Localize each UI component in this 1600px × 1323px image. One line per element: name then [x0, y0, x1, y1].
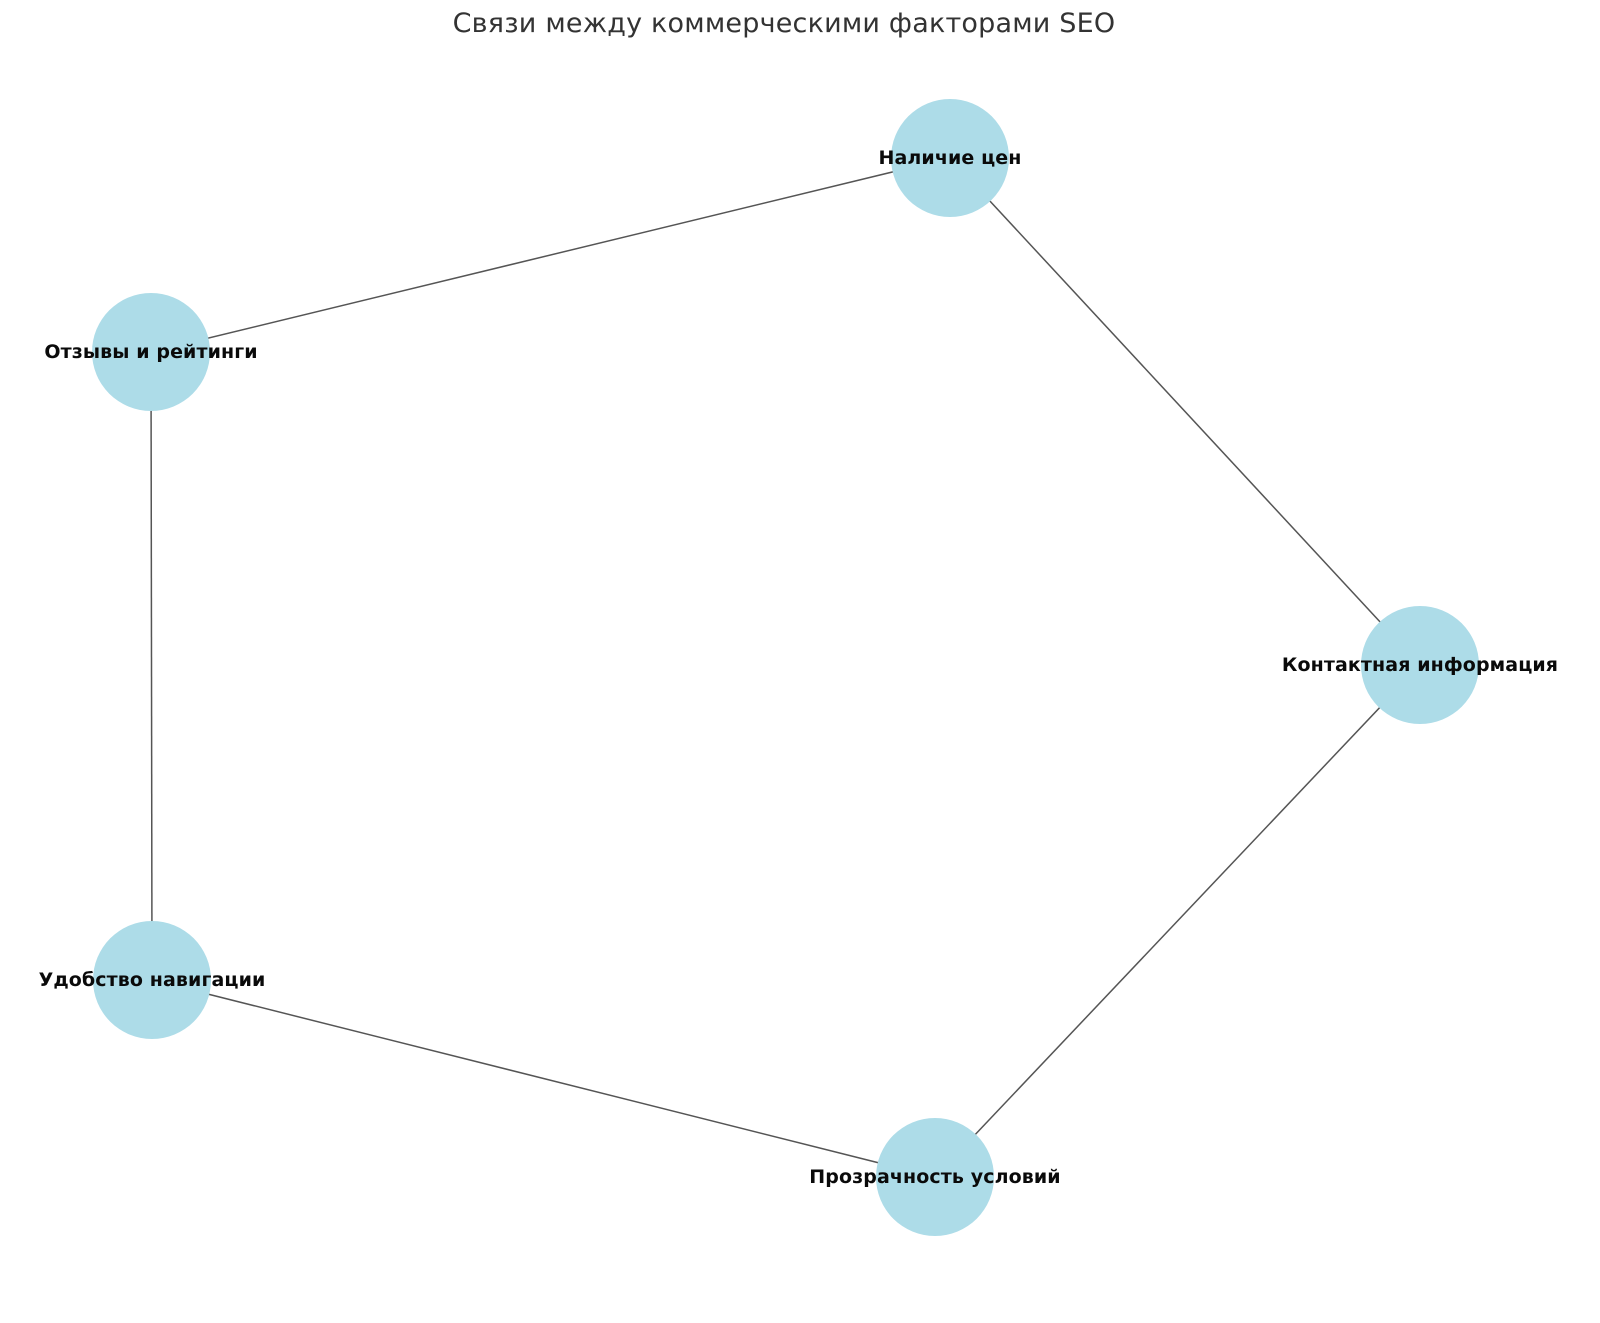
page-title: Связи между коммерческими факторами SEO — [452, 8, 1116, 39]
edges-group — [150, 157, 1421, 1178]
graph-node-terms[interactable] — [876, 1118, 994, 1236]
graph-edge — [934, 664, 1421, 1178]
graph-edge — [949, 157, 1421, 666]
nodes-group — [92, 99, 1479, 1236]
graph-node-navigation[interactable] — [93, 921, 211, 1039]
graph-node-reviews[interactable] — [92, 293, 210, 411]
graph-node-contacts[interactable] — [1361, 606, 1479, 724]
graph-edge — [150, 351, 153, 981]
graph-edge — [151, 979, 936, 1178]
graph-node-prices[interactable] — [891, 99, 1009, 217]
graph-edge — [150, 157, 951, 353]
